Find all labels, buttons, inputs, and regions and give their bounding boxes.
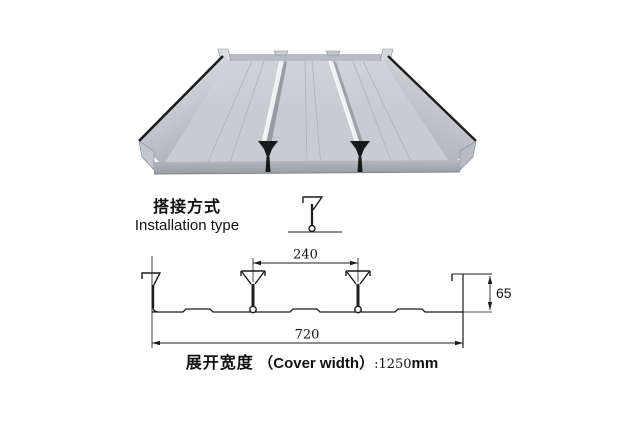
dim-720: 720 [152,328,463,346]
cover-width-en: （Cover width） [258,355,375,372]
cross-section-drawing: 240 65 720 [141,248,512,348]
panel-back-edge [223,54,388,62]
panel-seam-lines [205,60,414,167]
dim-720-label: 720 [295,328,320,343]
deck-panel-3d-image [138,48,477,175]
cover-width-value: :1250 [374,357,412,372]
panel-front-face [154,160,460,174]
dim-65: 65 [487,276,512,310]
installation-type-label-zh: 搭接方式 [152,199,221,216]
installation-type-label: 搭接方式 Installation type [102,199,272,235]
dim-240-label: 240 [293,248,318,263]
section-base-line [152,308,463,313]
dim-240: 240 [253,248,358,266]
panel-deck-surface [163,61,452,166]
section-middle-rib-2 [345,258,371,314]
section-right-edge [451,273,492,348]
installation-type-label-en: Installation type [134,217,240,235]
panel-rib-fin-2 [325,50,370,172]
panel-rib-fin-1 [258,50,289,172]
cover-width-caption: 展开宽度 （Cover width）:1250mm [132,349,492,373]
lap-joint-detail-drawing [288,196,342,233]
section-middle-rib-1 [240,258,266,314]
panel-right-rim-highlight [387,55,477,142]
panel-front-bottom-edge [153,171,461,175]
panel-right-wall [382,56,476,166]
section-left-rib [141,256,162,348]
cover-width-zh: 展开宽度 [185,355,254,372]
dim-65-label: 65 [496,285,512,301]
panel-left-wall [139,56,229,166]
cover-width-unit: mm [411,355,439,372]
panel-left-rim-highlight [138,55,224,142]
